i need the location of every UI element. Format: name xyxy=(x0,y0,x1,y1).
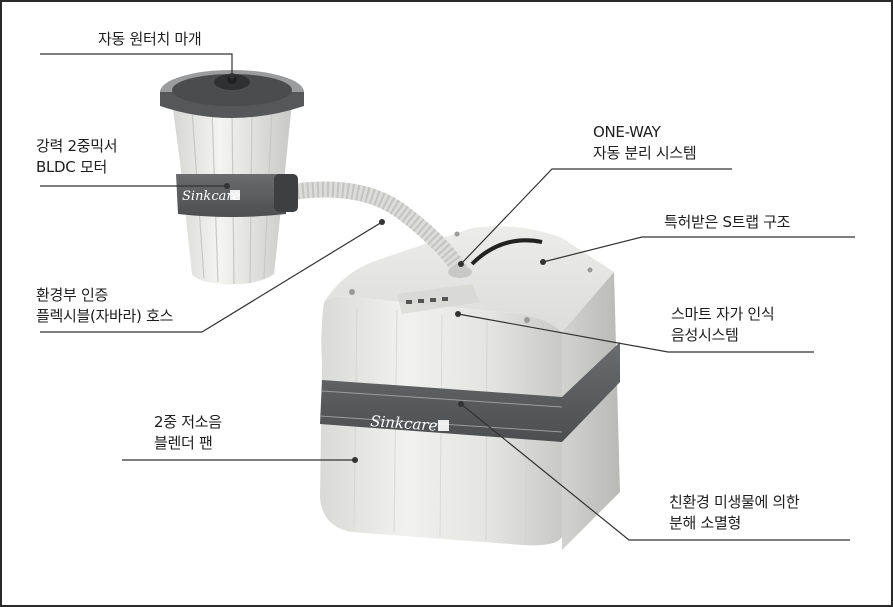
callout-motor: 강력 2중믹서 BLDC 모터 xyxy=(36,136,118,178)
voice-control-panel xyxy=(397,284,480,314)
unit-top-face xyxy=(324,226,614,332)
motor-connector xyxy=(274,174,298,212)
callout-eco: 친환경 미생물에 의한 분해 소멸형 xyxy=(669,492,800,534)
callout-oneway-line1: ONE-WAY xyxy=(593,123,661,141)
callout-eco-line1: 친환경 미생물에 의한 xyxy=(669,493,800,511)
callout-fan-line2: 블렌더 팬 xyxy=(154,434,213,452)
unit-band xyxy=(320,342,620,442)
callout-hose: 환경부 인증 플렉시블(자바라) 호스 xyxy=(36,285,173,327)
callout-lid: 자동 원터치 마개 xyxy=(98,29,202,50)
callout-oneway: ONE-WAY 자동 분리 시스템 xyxy=(593,122,697,164)
unit-logo-mark xyxy=(438,420,449,431)
callout-voice-line2: 음성시스템 xyxy=(671,326,739,344)
callout-voice-line1: 스마트 자가 인식 xyxy=(671,305,775,323)
callout-voice: 스마트 자가 인식 음성시스템 xyxy=(671,304,775,346)
cup-logo-mark xyxy=(230,190,240,200)
cup-brand-logo: Sinkcare xyxy=(182,189,241,204)
callout-hose-line1: 환경부 인증 xyxy=(36,286,108,304)
callout-fan-line1: 2중 저소음 xyxy=(154,413,222,431)
flexible-hose xyxy=(284,181,468,278)
callout-trap-line1: 특허받은 S트랩 구조 xyxy=(664,213,791,231)
unit-brand-logo: Sinkcare xyxy=(370,412,438,435)
callout-fan: 2중 저소음 블렌더 팬 xyxy=(154,412,222,454)
callout-lines xyxy=(40,53,855,541)
callout-lid-line1: 자동 원터치 마개 xyxy=(98,30,202,48)
callout-motor-line2: BLDC 모터 xyxy=(36,158,107,176)
callout-oneway-line2: 자동 분리 시스템 xyxy=(593,144,697,162)
callout-eco-line2: 분해 소멸형 xyxy=(669,514,741,532)
callout-motor-line1: 강력 2중믹서 xyxy=(36,137,118,155)
power-cable xyxy=(470,238,543,266)
callout-trap: 특허받은 S트랩 구조 xyxy=(664,212,790,233)
callout-hose-line2: 플렉시블(자바라) 호스 xyxy=(36,307,174,325)
